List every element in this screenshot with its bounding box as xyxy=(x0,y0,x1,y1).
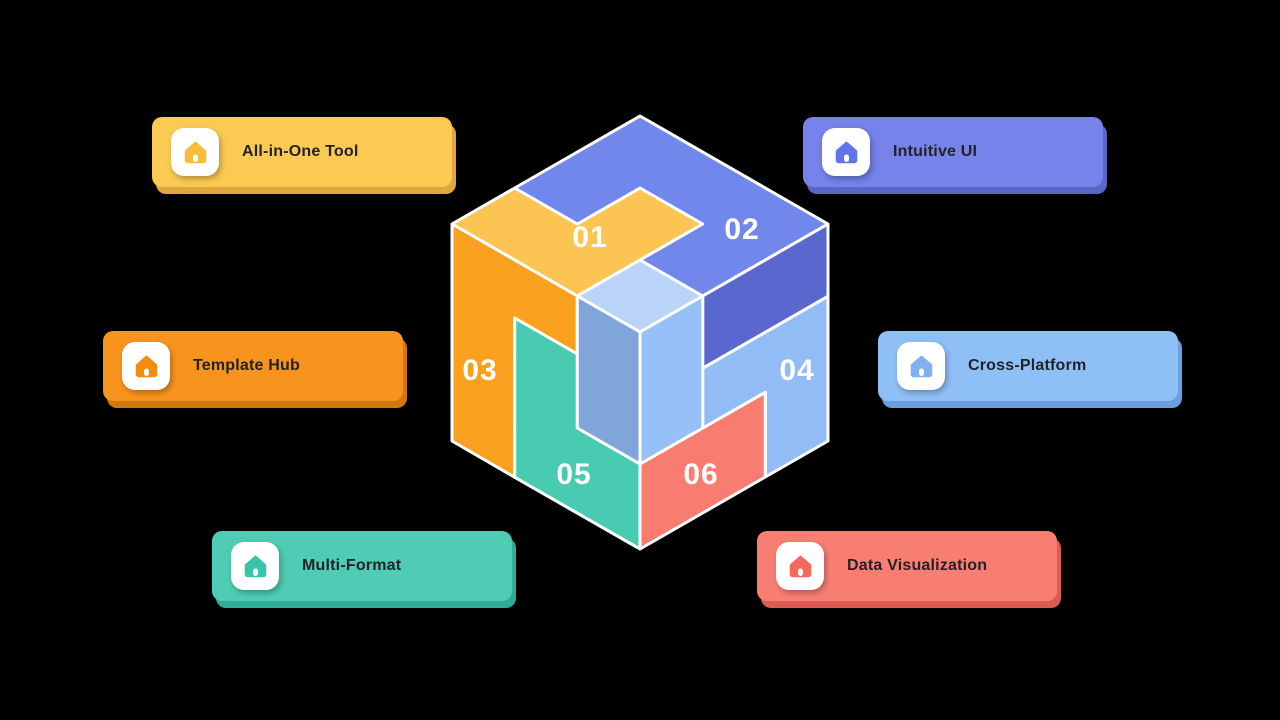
cube-number-05: 05 xyxy=(556,458,591,491)
callout-icon-chip xyxy=(822,128,870,176)
callout-multi-format[interactable]: Multi-Format xyxy=(212,531,512,601)
callout-icon-chip xyxy=(231,542,279,590)
cube-number-02: 02 xyxy=(724,213,759,246)
cube-number-04: 04 xyxy=(779,354,814,387)
callout-data-visualization[interactable]: Data Visualization xyxy=(757,531,1057,601)
cube-number-01: 01 xyxy=(572,221,607,254)
callout-icon-chip xyxy=(171,128,219,176)
home-icon xyxy=(910,355,932,377)
callout-template-hub[interactable]: Template Hub xyxy=(103,331,403,401)
callout-icon-chip xyxy=(776,542,824,590)
callout-label: Template Hub xyxy=(193,357,301,374)
callout-label: Intuitive UI xyxy=(893,143,978,160)
callout-label: Cross-Platform xyxy=(968,357,1087,374)
callout-label: Multi-Format xyxy=(302,557,402,574)
home-icon xyxy=(789,555,811,577)
callout-intuitive-ui[interactable]: Intuitive UI xyxy=(803,117,1103,187)
home-icon xyxy=(244,555,266,577)
cube-number-03: 03 xyxy=(462,354,497,387)
home-icon xyxy=(184,141,206,163)
callout-icon-chip xyxy=(122,342,170,390)
callout-label: All-in-One Tool xyxy=(242,143,359,160)
home-icon xyxy=(835,141,857,163)
callout-cross-platform[interactable]: Cross-Platform xyxy=(878,331,1178,401)
callout-label: Data Visualization xyxy=(847,557,988,574)
cube-center-block-right-face[interactable] xyxy=(638,294,705,466)
callout-all-in-one-tool[interactable]: All-in-One Tool xyxy=(152,117,452,187)
home-icon xyxy=(135,355,157,377)
cube-number-06: 06 xyxy=(683,458,718,491)
callout-icon-chip xyxy=(897,342,945,390)
